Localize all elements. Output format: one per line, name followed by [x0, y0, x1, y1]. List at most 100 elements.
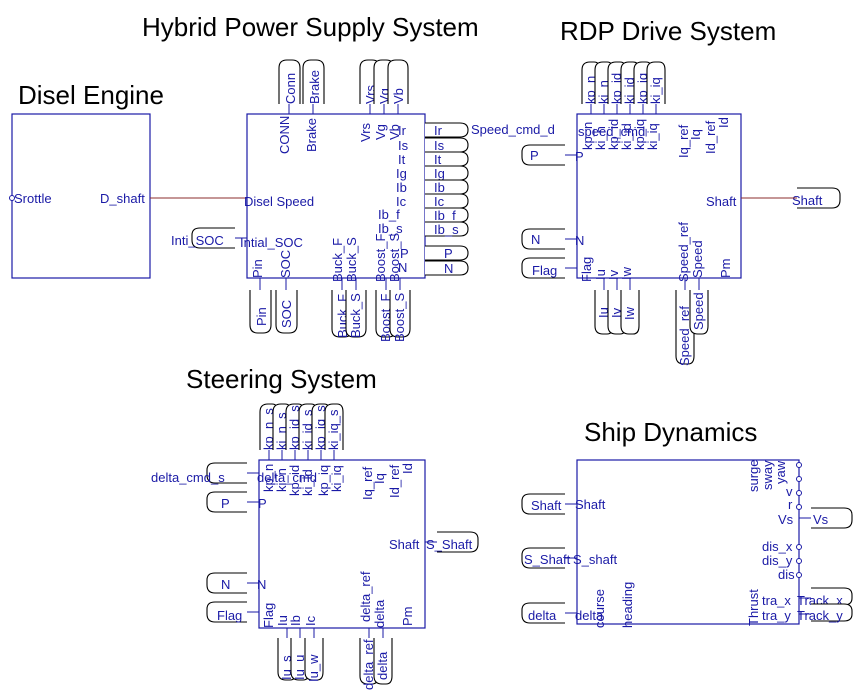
steering-port-p: P [258, 496, 267, 511]
hybrid-top-tag-conn[interactable]: Conn [278, 59, 301, 104]
steering-left-tag-n[interactable]: N [206, 572, 247, 594]
svg-text:Speed_ref: Speed_ref [677, 306, 692, 366]
rdp-port-id-ref: Id_ref [703, 120, 718, 154]
ship-block[interactable]: Shaft Shaft S_Shaft S_shaft delta delta … [521, 459, 853, 628]
svg-text:delta_ref: delta_ref [361, 639, 376, 690]
svg-text:Boost_S: Boost_S [392, 293, 407, 342]
ship-left-tag-s-shaft[interactable]: S_Shaft [521, 547, 571, 569]
hybrid-left-tag-inti-soc[interactable]: Inti_SOC [171, 227, 235, 249]
steering-bottom-tag-iu-w[interactable]: Iu_w [304, 638, 324, 682]
steering-port-ib: Ib [288, 615, 303, 626]
ship-left-tag-shaft[interactable]: Shaft [521, 493, 565, 515]
svg-text:Ib_s: Ib_s [434, 222, 459, 237]
ship-port-course: course [592, 589, 607, 628]
rdp-left-tag-p[interactable]: P [521, 144, 565, 166]
engine-block[interactable]: Srottle D_shaft [9, 113, 151, 279]
hybrid-right-tag-ig[interactable]: Ig [425, 165, 469, 181]
hybrid-port-vb: Vb [387, 124, 402, 140]
hybrid-right-tag-is[interactable]: Is [425, 137, 469, 153]
rdp-bottom-tag-speed[interactable]: Speed [689, 290, 709, 335]
steering-port-delta-ref: delta_ref [358, 571, 373, 622]
ship-port-dis-y: dis_y [762, 553, 793, 568]
svg-text:Ir: Ir [434, 123, 443, 138]
svg-text:Iu_w: Iu_w [306, 654, 321, 682]
hybrid-block[interactable]: Conn Brake Vrs Vg Vb CONN Brake Vrs Vg V… [171, 59, 469, 342]
ship-right-tag-vs[interactable]: Vs [811, 507, 853, 529]
steering-bottom-tag-delta[interactable]: delta [373, 638, 393, 685]
hybrid-bottom-tag-boost-s[interactable]: Boost_S [389, 290, 411, 342]
svg-text:Vb: Vb [391, 88, 406, 104]
svg-text:ki_n_s: ki_n_s [274, 412, 289, 450]
ship-port-thrust: Thrust [746, 589, 761, 626]
hybrid-port-boost-f: Boost_F [373, 234, 388, 282]
svg-text:kp_n: kp_n [583, 76, 598, 104]
hybrid-bottom-tag-buck-s[interactable]: Buck_S [345, 290, 367, 338]
rdp-title: RDP Drive System [560, 16, 776, 46]
rdp-port-iv: Iv [606, 269, 621, 280]
hybrid-title: Hybrid Power Supply System [142, 12, 479, 42]
rdp-left-tag-speed-cmd[interactable]: Speed_cmd_d [471, 122, 555, 137]
rdp-right-tag-shaft[interactable]: Shaft [792, 187, 841, 209]
svg-text:SOC: SOC [279, 300, 294, 328]
rdp-bottom-tag-iw[interactable]: Iw [620, 290, 640, 335]
svg-text:delta: delta [375, 651, 390, 680]
steering-port-n: N [257, 577, 266, 592]
hybrid-port-ib-f: Ib_f [378, 207, 400, 222]
hybrid-port-vrs: Vrs [358, 122, 373, 142]
hybrid-right-tag-ic[interactable]: Ic [425, 193, 469, 209]
steering-right-tag-s-shaft[interactable]: S_Shaft [426, 531, 479, 553]
rdp-block[interactable]: kp_n ki_n kp_id ki_id kp_iq ki_iq kp_n [471, 61, 841, 366]
svg-text:Brake: Brake [307, 70, 322, 104]
svg-text:ki_id_s: ki_id_s [300, 409, 315, 450]
rdp-port-shaft: Shaft [706, 194, 737, 209]
svg-text:Boost_F: Boost_F [378, 294, 393, 342]
rdp-port-id: Id [716, 117, 731, 128]
hybrid-right-tag-ib-s[interactable]: Ib_s [425, 221, 469, 237]
hybrid-right-tag-ib-f[interactable]: Ib_f [425, 207, 469, 223]
rdp-port-iw: Iw [619, 266, 634, 280]
svg-text:S_Shaft: S_Shaft [426, 537, 473, 552]
ship-port-sway: sway [760, 460, 775, 490]
steering-port-id: Id [400, 463, 415, 474]
rdp-left-tag-flag[interactable]: Flag [521, 257, 565, 279]
rdp-port-speed-cmd: speed_cmd [578, 124, 645, 139]
hybrid-right-tag-p[interactable]: P [425, 245, 469, 261]
steering-left-tag-p[interactable]: P [206, 491, 247, 513]
steering-block[interactable]: kp_n_s ki_n_s kp_id_s ki_id_s kp_iq_s ki… [151, 403, 479, 690]
svg-text:N: N [531, 232, 540, 247]
hybrid-right-tag-ib[interactable]: Ib [425, 179, 469, 195]
rdp-left-tag-n[interactable]: N [521, 228, 565, 250]
steering-port-iq: Iq [372, 473, 387, 484]
ship-right-tag-track-y[interactable]: Track_y [797, 603, 853, 623]
rdp-top-tag-ki-iq[interactable]: ki_iq [646, 61, 666, 104]
svg-text:Conn: Conn [283, 73, 298, 104]
svg-text:Track_y: Track_y [797, 608, 843, 623]
svg-text:Ib: Ib [434, 180, 445, 195]
hybrid-right-tag-it[interactable]: It [425, 151, 469, 167]
svg-text:P: P [221, 496, 230, 511]
rdp-port-iq-ref: Iq_ref [676, 124, 691, 158]
ship-left-tag-delta[interactable]: delta [521, 602, 565, 624]
hybrid-top-tag-vb[interactable]: Vb [387, 59, 409, 104]
ship-port-r: r [788, 497, 793, 512]
hybrid-right-tag-n[interactable]: N [425, 260, 469, 276]
steering-port-ki-id: ki_id [300, 469, 315, 496]
svg-text:Ic: Ic [434, 194, 445, 209]
steering-left-tag-flag[interactable]: Flag [206, 601, 247, 623]
engine-title: Disel Engine [18, 80, 164, 110]
ship-port-tra-y: tra_y [762, 608, 791, 623]
hybrid-bottom-tag-soc[interactable]: SOC [275, 290, 298, 334]
svg-text:Iu_u: Iu_u [292, 655, 307, 680]
hybrid-bottom-tag-pin[interactable]: Pin [249, 290, 272, 334]
hybrid-port-ir: Ir [398, 123, 407, 138]
svg-text:kp_n_s: kp_n_s [261, 408, 276, 450]
steering-left-tag-delta-cmd[interactable]: delta_cmd_s [151, 462, 247, 485]
svg-text:Pin: Pin [254, 307, 269, 326]
hybrid-port-ic: Ic [396, 194, 407, 209]
hybrid-port-disel-speed: Disel Speed [244, 194, 314, 209]
svg-text:Buck_S: Buck_S [348, 293, 363, 338]
hybrid-top-tag-brake[interactable]: Brake [302, 59, 325, 104]
hybrid-right-tag-ir[interactable]: Ir [425, 122, 469, 138]
steering-top-tag-ki-iq-s[interactable]: ki_iq_s [324, 403, 344, 450]
